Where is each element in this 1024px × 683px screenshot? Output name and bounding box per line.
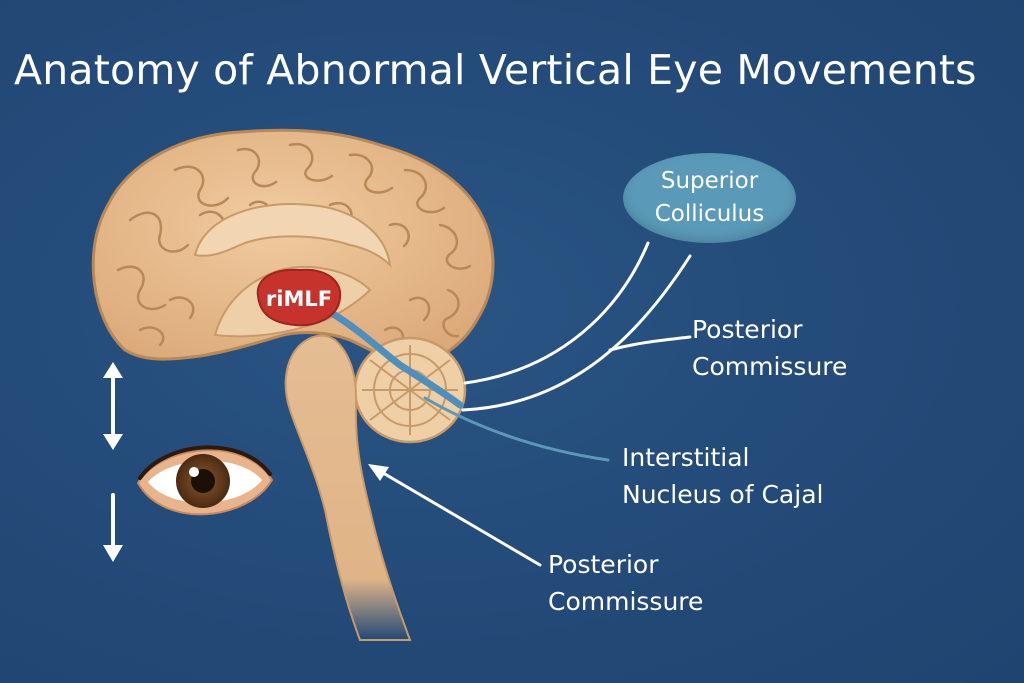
- posterior-commissure-bottom-label-line-2: Commissure: [548, 587, 704, 616]
- superior-colliculus-label-line-1: Superior: [660, 168, 759, 194]
- interstitial-nucleus-label: Interstitial Nucleus of Cajal: [622, 439, 823, 513]
- leader-posterior-commissure: [608, 335, 692, 352]
- posterior-commissure-bottom-label: Posterior Commissure: [548, 546, 703, 620]
- interstitial-nucleus-label-line-1: Interstitial: [622, 443, 750, 472]
- leader-interstitial-nucleus: [423, 396, 610, 462]
- arrow-down-icon: [103, 493, 123, 562]
- leader-lines: [461, 241, 692, 412]
- interstitial-nucleus-label-line-2: Nucleus of Cajal: [622, 480, 824, 509]
- posterior-commissure-label: Posterior Commissure: [692, 311, 847, 385]
- brainstem: [284, 334, 412, 641]
- eye-icon: [136, 445, 274, 516]
- superior-colliculus-label: Superior Colliculus: [623, 153, 796, 243]
- rimlf-label: riMLF: [265, 287, 333, 311]
- cerebellum: [353, 336, 467, 444]
- midbrain-pathway: [326, 308, 464, 409]
- rimlf-nucleus: [256, 268, 342, 327]
- superior-colliculus-label-line-2: Colliculus: [654, 201, 765, 227]
- leader-superior-colliculus-a: [463, 241, 650, 385]
- posterior-commissure-label-line-2: Commissure: [692, 352, 848, 381]
- arrow-up-down-icon: [103, 362, 123, 450]
- leader-posterior-commissure-bottom: [368, 464, 542, 567]
- diagram-title: Anatomy of Abnormal Vertical Eye Movemen…: [14, 46, 977, 94]
- posterior-commissure-label-line-1: Posterior: [692, 315, 803, 344]
- posterior-commissure-bottom-label-line-1: Posterior: [548, 550, 659, 579]
- leader-superior-colliculus-b: [461, 254, 692, 412]
- cerebrum: [91, 128, 495, 365]
